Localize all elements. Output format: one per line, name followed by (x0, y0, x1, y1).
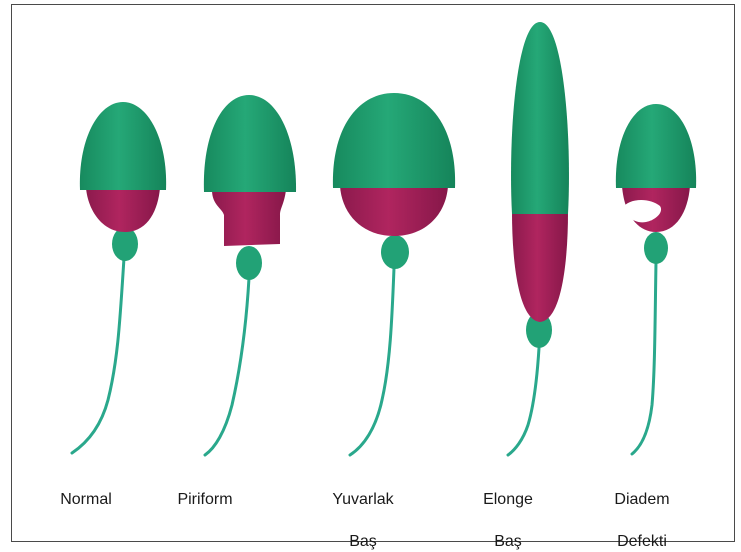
label-line1: Diadem (614, 491, 669, 508)
head (204, 95, 296, 192)
head (616, 104, 696, 188)
label-elonge: Elonge Baş (468, 468, 548, 552)
tail (632, 262, 656, 454)
label-line1: Yuvarlak (332, 491, 393, 508)
label-line1: Piriform (177, 491, 232, 508)
tail (205, 278, 249, 455)
neck (381, 235, 409, 269)
label-line1: Normal (60, 491, 112, 508)
label-line1: Elonge (483, 491, 533, 508)
tail (72, 258, 124, 453)
head (80, 102, 166, 190)
label-piriform: Piriform (160, 468, 250, 510)
label-yuvarlak: Yuvarlak Baş (318, 468, 408, 552)
head (333, 93, 455, 188)
tail (508, 348, 539, 455)
midpiece (340, 186, 448, 236)
sperm-normal (72, 102, 166, 453)
midpiece (512, 212, 568, 322)
sperm-yuvarlak (333, 93, 455, 455)
sperm-piriform (204, 95, 296, 455)
tail (350, 268, 394, 455)
label-line2: Baş (494, 533, 522, 550)
sperm-diadem (616, 104, 696, 454)
label-line2: Defekti (617, 533, 667, 550)
label-line2: Baş (349, 533, 377, 550)
neck (236, 246, 262, 280)
neck (644, 232, 668, 264)
label-diadem: Diadem Defekti (600, 468, 684, 552)
neck (112, 227, 138, 261)
midpiece (86, 188, 160, 232)
label-normal: Normal (44, 468, 128, 510)
midpiece (212, 190, 286, 246)
head (511, 22, 569, 214)
sperm-elonge (508, 22, 569, 455)
